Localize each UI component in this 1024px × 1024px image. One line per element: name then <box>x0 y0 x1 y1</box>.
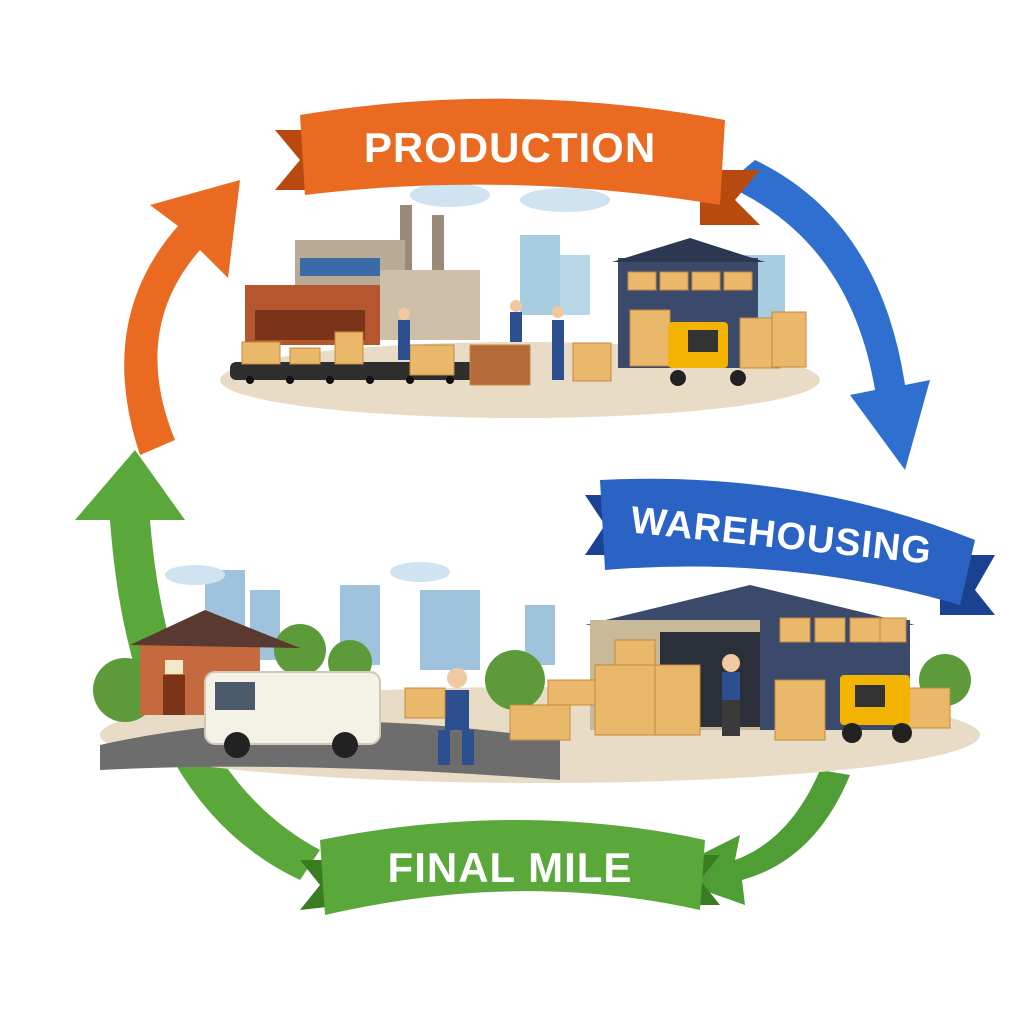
arrow-final-mile-to-production <box>124 180 240 455</box>
banner-production: PRODUCTION <box>275 98 760 225</box>
arrow-warehousing-to-final-mile <box>660 770 850 905</box>
arrow-production-to-warehousing <box>725 160 930 470</box>
production-scene <box>220 183 820 418</box>
banner-final-mile-label: FINAL MILE <box>388 844 633 891</box>
banner-final-mile: FINAL MILE <box>300 820 720 915</box>
banner-production-label: PRODUCTION <box>364 124 656 171</box>
arrow-final-mile-up <box>75 450 320 880</box>
distribution-scene <box>93 562 980 783</box>
banner-warehousing: WAREHOUSING <box>585 478 995 615</box>
cycle-arrows <box>75 160 930 905</box>
